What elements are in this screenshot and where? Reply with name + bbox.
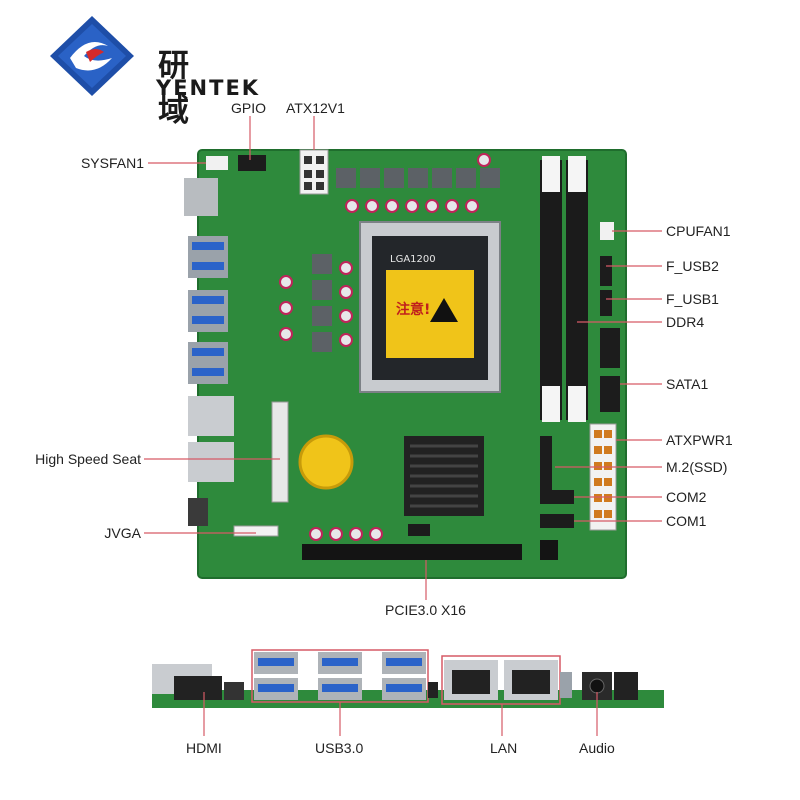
sysfan-header: [206, 156, 228, 170]
io-lan-ports: [444, 660, 558, 700]
m2-ssd-slot: [540, 436, 552, 494]
yentek-logo-icon: [50, 16, 134, 96]
f-usb2-header: [600, 256, 612, 286]
label-usb3: USB3.0: [315, 740, 364, 756]
ddr4-slot-1: [540, 160, 562, 420]
label-com2: COM2: [666, 489, 707, 505]
label-high-speed-seat: High Speed Seat: [35, 451, 141, 467]
label-sata1: SATA1: [666, 376, 709, 392]
io-hdmi-port: [174, 676, 222, 700]
com1-header: [540, 514, 574, 528]
socket-model-text: LGA1200: [390, 254, 436, 265]
ddr4-slot-2: [566, 160, 588, 420]
capacitors: [279, 153, 491, 541]
label-atxpwr1: ATXPWR1: [666, 432, 733, 448]
f-usb1-header: [600, 290, 612, 316]
vrm-chokes: [312, 168, 500, 352]
rear-audio-jack: [188, 498, 208, 526]
sata1-connector-1: [600, 328, 620, 368]
label-m2-ssd: M.2(SSD): [666, 459, 728, 475]
brand-logo: 研域 YENTEK: [36, 12, 258, 129]
brand-name-en: YENTEK: [156, 76, 261, 100]
label-pcie: PCIE3.0 X16: [385, 602, 466, 618]
label-jvga: JVGA: [104, 525, 141, 541]
io-usb3-ports: [254, 652, 426, 700]
cpufan-header: [600, 222, 614, 240]
label-gpio: GPIO: [231, 100, 267, 116]
label-audio: Audio: [579, 740, 615, 756]
com2-header: [540, 490, 574, 504]
gpio-header: [238, 155, 266, 171]
jvga-connector: [233, 525, 279, 537]
label-atx12v1: ATX12V1: [286, 100, 345, 116]
label-sysfan1: SYSFAN1: [80, 155, 144, 171]
rear-lan-port-2: [188, 442, 234, 482]
label-f-usb1: F_USB1: [666, 291, 719, 307]
caution-text: 注意!: [396, 301, 430, 318]
high-speed-seat-connector: [271, 401, 289, 503]
sata1-connector-2: [600, 376, 620, 412]
brand-name-cn: 研域: [158, 48, 203, 129]
label-ddr4: DDR4: [666, 314, 705, 330]
label-f-usb2: F_USB2: [666, 258, 719, 274]
label-hdmi: HDMI: [186, 740, 222, 756]
label-cpufan1: CPUFAN1: [666, 223, 731, 239]
cpu-cover-caution: [386, 270, 474, 358]
rear-lan-port-1: [188, 396, 234, 436]
cmos-battery: [298, 434, 354, 490]
label-com1: COM1: [666, 513, 707, 529]
label-lan: LAN: [490, 740, 518, 756]
atxpwr-connector: [589, 423, 617, 531]
pcie-x16-slot: [302, 544, 522, 560]
rear-hdmi-port: [184, 178, 218, 216]
